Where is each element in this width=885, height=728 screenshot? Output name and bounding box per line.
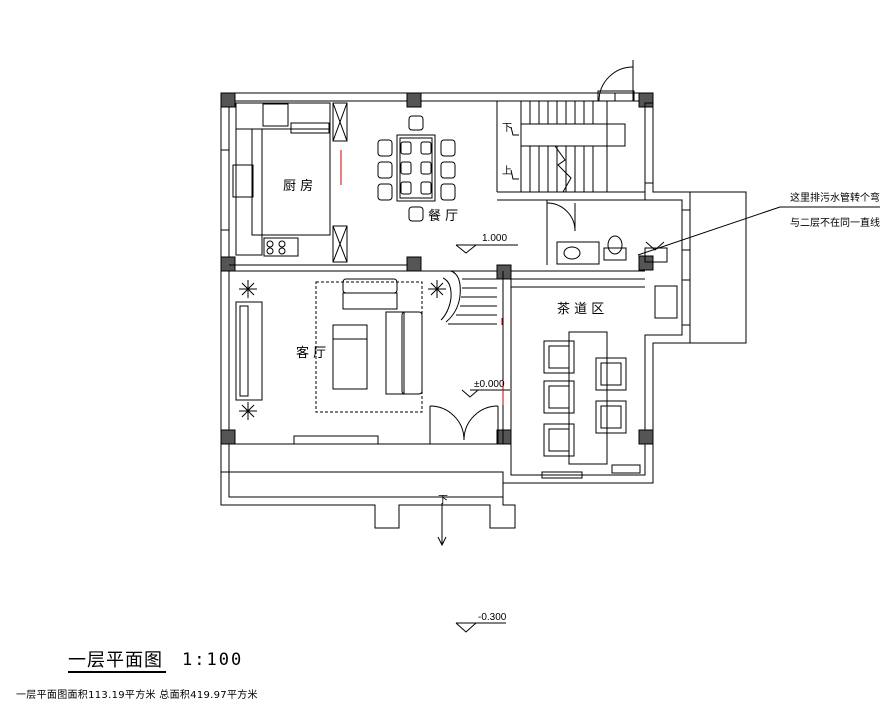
bathroom bbox=[546, 202, 668, 265]
main-stair bbox=[510, 100, 626, 193]
room-label-kitchen: 厨 房 bbox=[283, 178, 313, 194]
area-note: 一层平面图面积113.19平方米 总面积419.97平方米 bbox=[16, 690, 258, 701]
stair-down-label: 下 bbox=[502, 123, 512, 134]
room-label-dining: 餐 厅 bbox=[428, 208, 458, 224]
title-underline bbox=[68, 671, 166, 673]
room-label-living: 客 厅 bbox=[296, 345, 326, 361]
room-label-tea: 茶 道 区 bbox=[557, 301, 604, 317]
kitchen-fixtures bbox=[232, 102, 348, 263]
interior-walls bbox=[229, 101, 645, 444]
top-door bbox=[597, 60, 635, 102]
windows bbox=[220, 92, 691, 445]
drawing-scale: 1:100 bbox=[182, 650, 244, 670]
porch-arrow bbox=[437, 503, 447, 547]
note-line-1: 这里排污水管转个弯 bbox=[790, 191, 880, 204]
exterior-walls bbox=[220, 92, 747, 529]
dining-set bbox=[377, 115, 456, 222]
plant-icons bbox=[239, 280, 446, 420]
note-leader bbox=[637, 206, 880, 256]
tea-area bbox=[511, 285, 678, 479]
level-upper: 1.000 bbox=[482, 233, 507, 244]
entry-door bbox=[429, 405, 499, 444]
living-furniture bbox=[228, 271, 423, 413]
drawing-title: 一层平面图 bbox=[68, 650, 163, 671]
columns bbox=[220, 92, 654, 445]
entry-stair bbox=[440, 270, 497, 325]
porch-down-label: 下 bbox=[438, 495, 448, 506]
stair-up-label: 上 bbox=[502, 165, 512, 177]
note-line-2: 与二层不在同一直线 bbox=[790, 216, 880, 229]
red-accents bbox=[340, 150, 504, 405]
level-outside: -0.300 bbox=[478, 612, 507, 623]
level-ground: ±0.000 bbox=[474, 379, 505, 390]
